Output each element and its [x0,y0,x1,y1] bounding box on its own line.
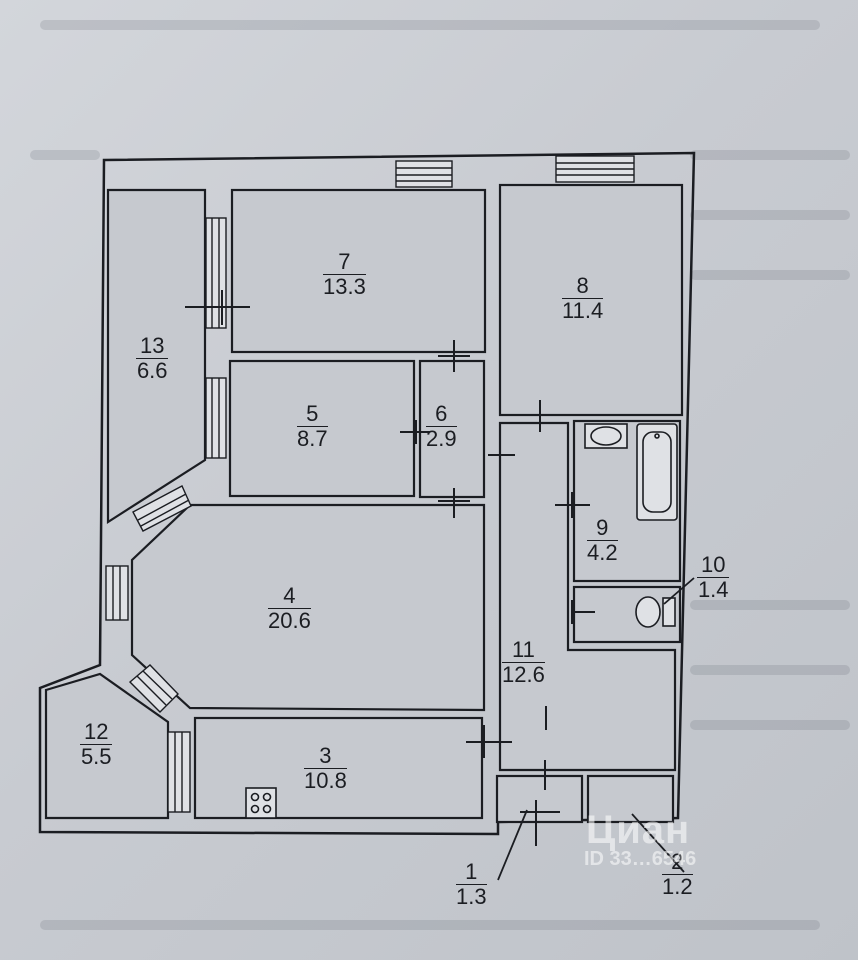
room-label-8: 8 11.4 [562,273,604,323]
room-label-5: 5 8.7 [297,401,328,451]
room-label-10: 10 1.4 [697,552,730,602]
room-5-outline [228,359,416,498]
bathtub-icon [636,423,678,521]
room-8-outline [498,183,684,417]
window-vertical-lower [167,731,191,813]
stove-icon [245,787,277,819]
room-13-outline [106,188,207,525]
room-11-outline [498,421,677,772]
room-label-12: 12 5.5 [80,719,113,769]
room-1-outline [495,774,584,824]
window-top-left [395,160,453,188]
room-label-1: 1 1.3 [456,859,487,909]
watermark-brand: Циан [586,808,691,852]
window-diagonal-13 [132,485,192,532]
room-label-11: 11 12.6 [502,637,545,687]
room-label-9: 9 4.2 [587,515,618,565]
room-label-3: 3 10.8 [304,743,347,793]
room-label-2: 2 1.2 [662,849,693,899]
leader-room-2 [631,813,685,873]
room-4-outline [130,503,486,712]
window-top-right [555,155,635,183]
room-label-6: 6 2.9 [426,401,457,451]
room-label-13: 13 6.6 [136,333,169,383]
room-6-outline [418,359,486,499]
leader-room-1 [497,809,528,881]
toilet-icon [635,596,676,628]
room-label-4: 4 20.6 [268,583,311,633]
room-7-outline [230,188,487,354]
room-2-outline [586,774,675,824]
window-left-4 [105,565,129,621]
watermark-id: ID 33…6546 [584,848,697,870]
window-diagonal-4 [128,664,179,713]
leader-room-10 [663,577,695,605]
room-label-7: 7 13.3 [323,249,366,299]
sink-icon [584,423,628,449]
outer-wall [38,151,696,836]
window-vertical-middle [205,377,227,459]
